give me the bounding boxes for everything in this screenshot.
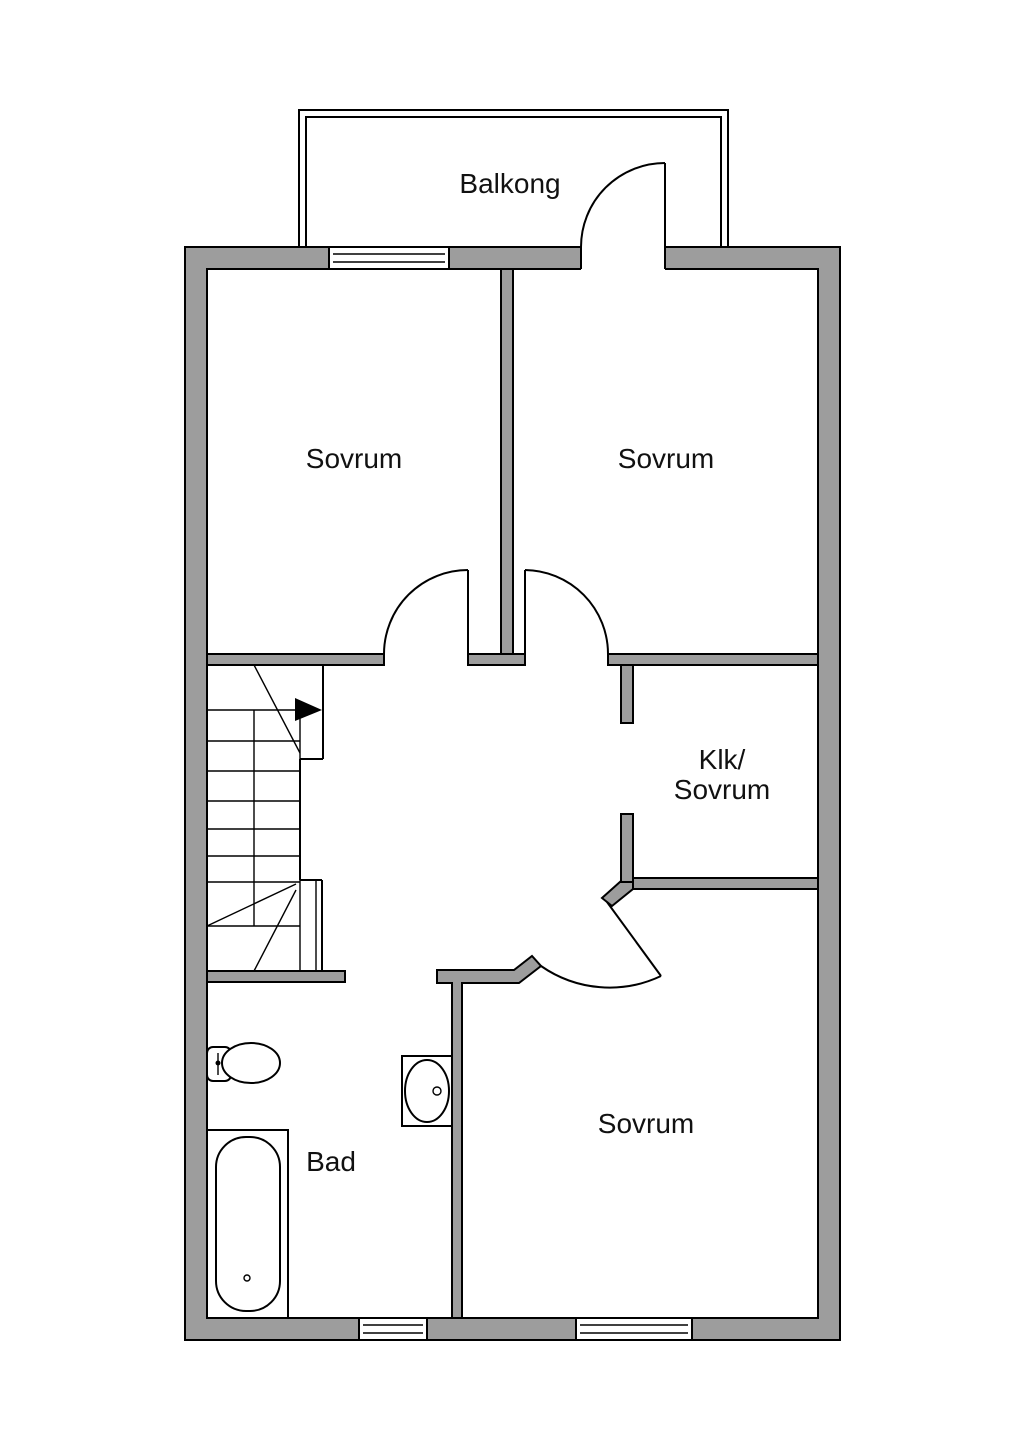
interior-walls — [206, 268, 819, 1319]
balcony-door-opening — [581, 245, 665, 271]
bathtub-icon — [206, 1129, 289, 1319]
window-bottom-right — [575, 1317, 693, 1341]
stairs-arrow-icon — [295, 698, 322, 721]
room-label-sovrum-top-right: Sovrum — [618, 443, 714, 474]
room-label-bad: Bad — [306, 1146, 356, 1177]
window-top — [328, 246, 450, 270]
room-label-sovrum-bottom-right: Sovrum — [598, 1108, 694, 1139]
room-label-sovrum-top-left: Sovrum — [306, 443, 402, 474]
toilet-icon — [206, 1042, 281, 1084]
room-label-balkong: Balkong — [459, 168, 560, 199]
window-bath — [358, 1317, 428, 1341]
doors — [383, 162, 666, 989]
room-label-klk-line2: Sovrum — [674, 774, 770, 805]
balcony — [298, 109, 729, 247]
staircase — [206, 664, 324, 972]
sink-icon — [401, 1055, 453, 1127]
room-label-klk-line1: Klk/ — [699, 744, 746, 775]
